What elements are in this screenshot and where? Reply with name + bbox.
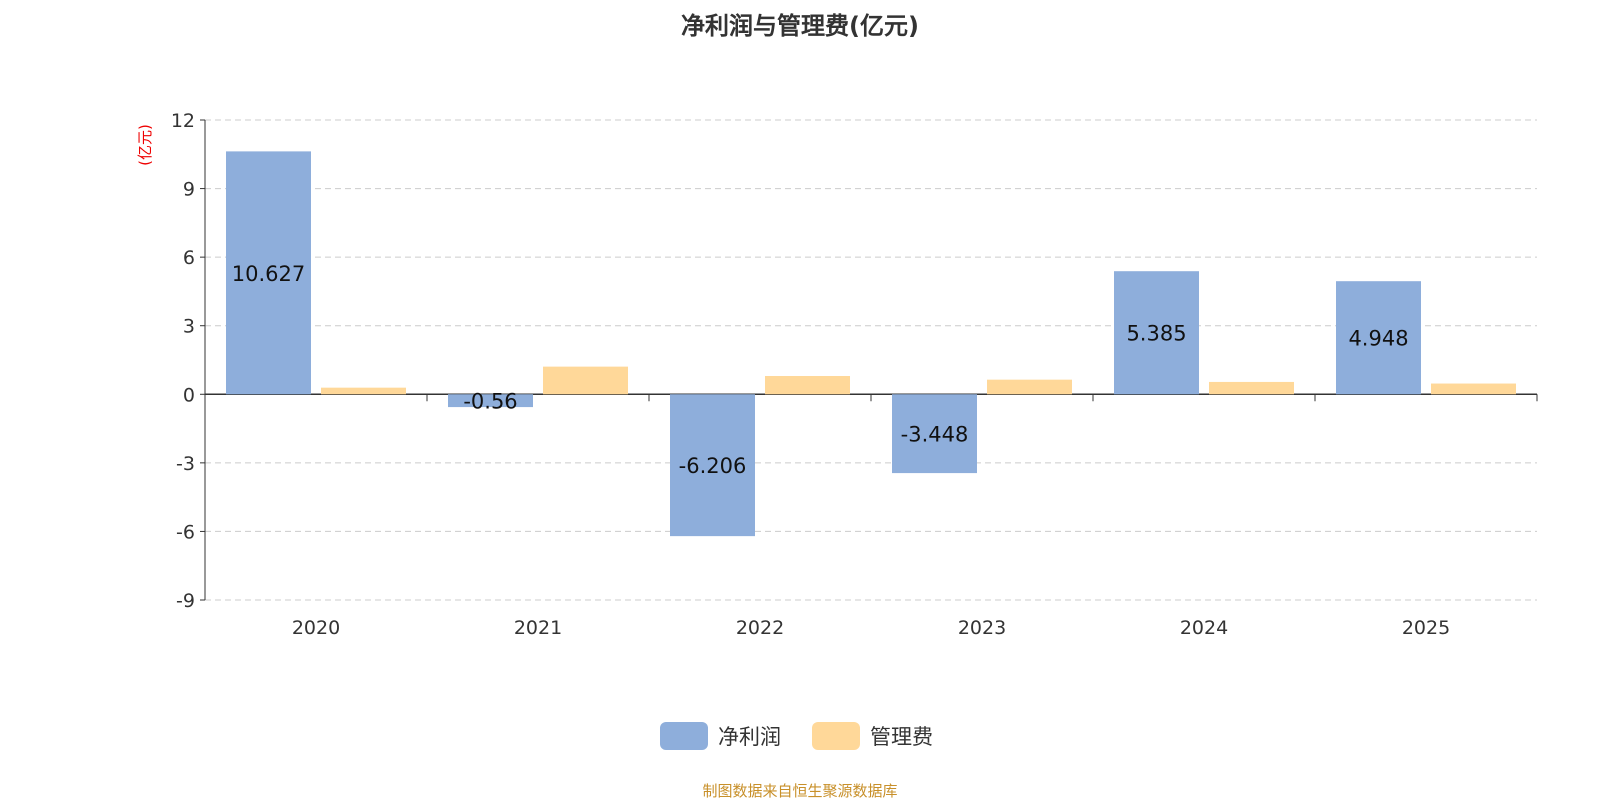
admin-expense-bar <box>1209 381 1294 395</box>
y-tick-label: 3 <box>183 316 195 338</box>
chart-title: 净利润与管理费(亿元) <box>681 12 919 40</box>
x-tick-label: 2021 <box>514 617 562 639</box>
y-tick-label: -3 <box>176 453 195 475</box>
x-tick-label: 2024 <box>1180 617 1228 639</box>
y-tick-label: 0 <box>183 384 195 406</box>
data-source-footer: 制图数据来自恒生聚源数据库 <box>702 782 898 800</box>
net-profit-bar <box>1114 271 1199 395</box>
legend-label: 净利润 <box>718 725 781 749</box>
net-profit-bar <box>226 151 311 395</box>
x-tick-label: 2022 <box>736 617 784 639</box>
bar-value-label: 4.948 <box>1348 327 1408 351</box>
admin-expense-bar <box>321 387 406 395</box>
y-tick-label: 9 <box>183 179 195 201</box>
admin-expense-bar <box>543 366 628 395</box>
legend-swatch <box>660 722 708 750</box>
y-tick-label: -9 <box>176 590 195 612</box>
y-tick-label: 6 <box>183 247 195 269</box>
bar-value-label: -0.56 <box>463 390 517 414</box>
legend-label: 管理费 <box>870 725 933 749</box>
x-tick-label: 2025 <box>1402 617 1450 639</box>
x-tick-label: 2020 <box>292 617 340 639</box>
admin-expense-bar <box>1431 383 1516 395</box>
net-profit-bar <box>448 394 533 408</box>
legend-swatch <box>812 722 860 750</box>
net-profit-bar <box>892 394 977 474</box>
bar-value-label: 5.385 <box>1126 322 1186 346</box>
y-axis-label: (亿元) <box>136 124 154 166</box>
bar-value-label: -3.448 <box>901 423 969 447</box>
net-profit-bar <box>1336 281 1421 395</box>
admin-expense-bar <box>765 376 850 395</box>
y-tick-label: 12 <box>171 110 195 132</box>
bar-value-label: 10.627 <box>232 262 305 286</box>
y-tick-label: -6 <box>176 521 195 543</box>
admin-expense-bar <box>987 379 1072 395</box>
net-profit-bar <box>670 394 755 537</box>
x-tick-label: 2023 <box>958 617 1006 639</box>
bar-value-label: -6.206 <box>679 454 747 478</box>
chart-svg: 12 9 6 3 0 -3 -6 -9 (亿元) 2020 10.627 2021 -0.56 2022 -… <box>136 110 1538 750</box>
